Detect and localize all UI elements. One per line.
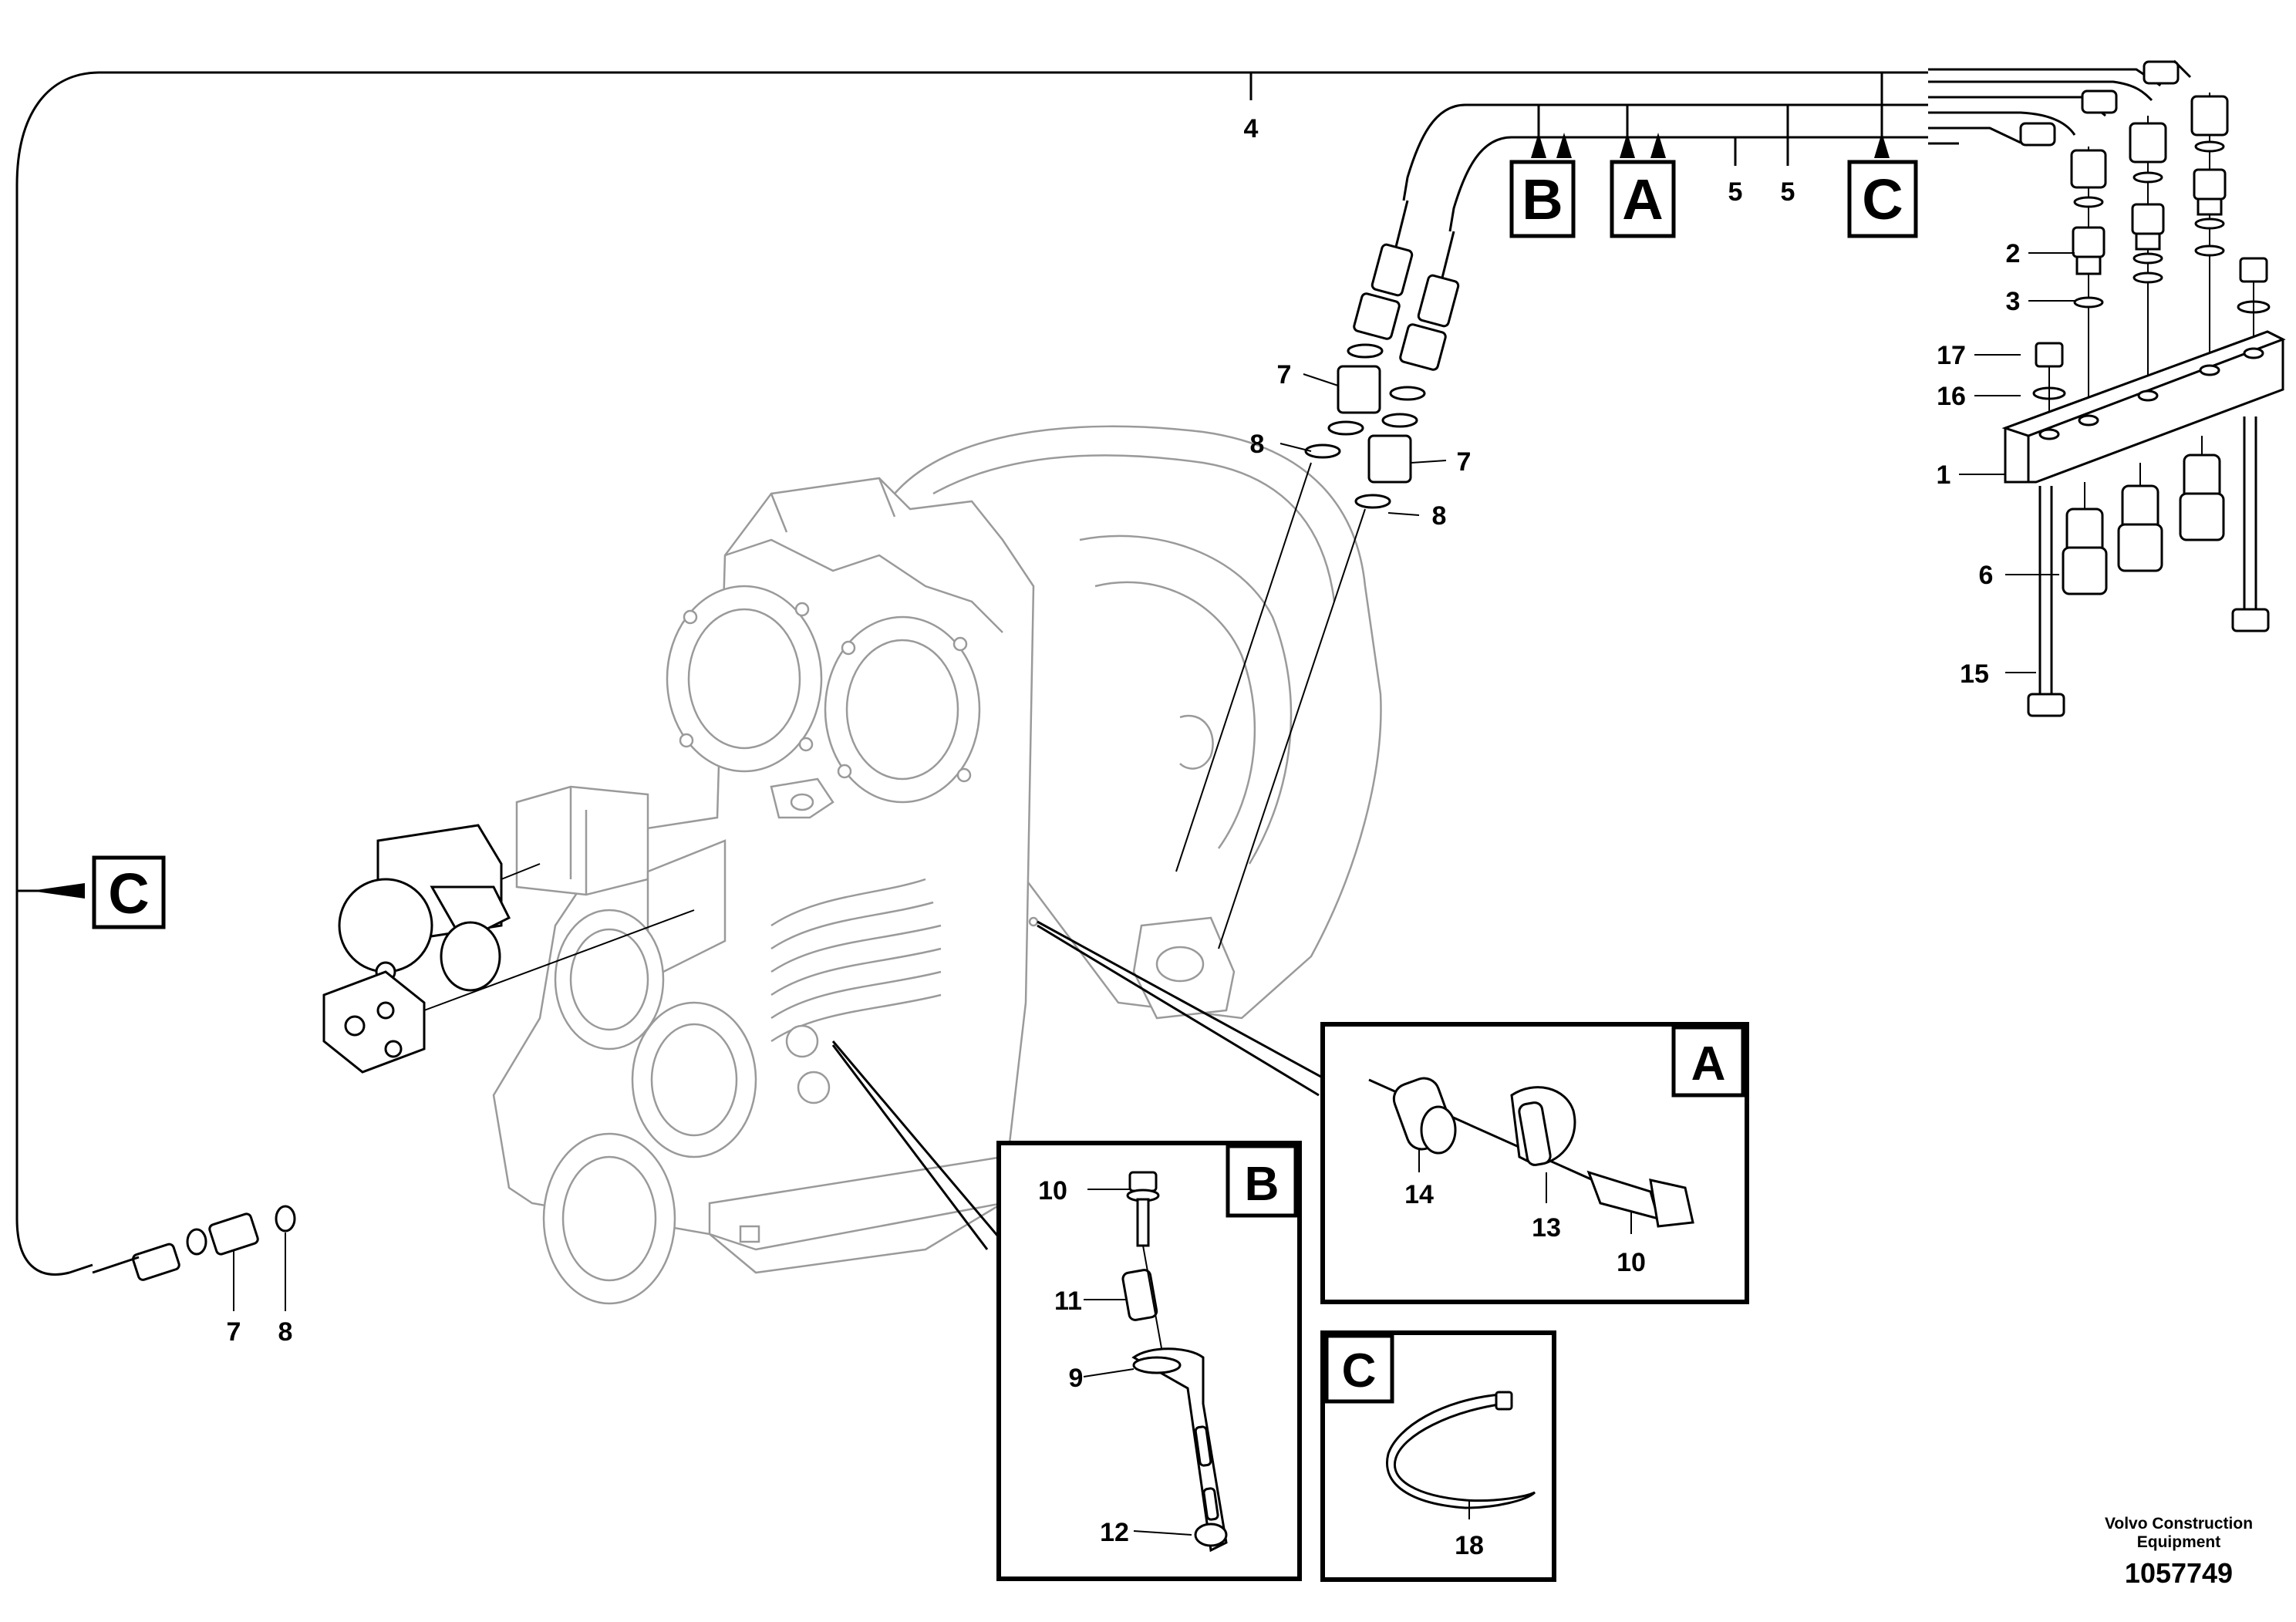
callout-leaders	[1279, 252, 2075, 673]
detail-view-b: B 10 11 9 12	[996, 1141, 1302, 1581]
section-letter-a: A	[1622, 167, 1663, 231]
brand-line-1: Volvo Construction	[2105, 1515, 2253, 1533]
transmission-housing	[492, 425, 1382, 1305]
callout-label-15: 15	[1960, 659, 1989, 689]
callout-label-8: 8	[1432, 501, 1447, 531]
callout-label-7: 7	[1277, 360, 1292, 389]
callout-label-10: 10	[1617, 1248, 1646, 1277]
section-letter-c: C	[1862, 167, 1903, 231]
detail-leaders	[831, 920, 1327, 1250]
section-arrows	[17, 73, 1890, 899]
callout-label-18: 18	[1455, 1531, 1484, 1560]
callout-label-6: 6	[1979, 561, 1994, 590]
detail-view-a: A 14 13 10	[1320, 1022, 1749, 1304]
section-letter-a: A	[1691, 1037, 1726, 1091]
section-letter-b: B	[1245, 1158, 1279, 1211]
bolts-15	[2027, 416, 2270, 717]
callout-label-11: 11	[1054, 1286, 1082, 1316]
callout-label-10: 10	[1038, 1176, 1067, 1206]
section-letter-c: C	[108, 862, 149, 926]
callout-label-3: 3	[2006, 287, 2021, 316]
section-tag-b-top: B	[1509, 160, 1576, 238]
section-tag-c-top: C	[1847, 160, 1918, 238]
callout-label-16: 16	[1937, 382, 1966, 411]
section-tag-c-left: C	[92, 855, 166, 929]
upper-center-fittings	[1175, 200, 1460, 949]
sensors-6	[2062, 436, 2225, 595]
callout-label-5: 5	[1728, 177, 1743, 207]
solenoid-valve	[338, 824, 541, 992]
footer: Volvo Construction Equipment 1057749	[2105, 1515, 2253, 1589]
manifold-fittings	[2032, 93, 2271, 432]
left-fittings	[92, 1205, 296, 1311]
manifold-block	[2001, 330, 2286, 484]
callout-label-14: 14	[1404, 1180, 1434, 1209]
callout-label-7: 7	[1457, 447, 1472, 477]
callout-label-9: 9	[1069, 1364, 1084, 1393]
callout-label-8: 8	[1250, 430, 1265, 459]
callout-label-8: 8	[278, 1317, 293, 1347]
callout-label-13: 13	[1532, 1213, 1561, 1243]
section-letter-b: B	[1522, 167, 1563, 231]
callout-label-4: 4	[1244, 114, 1259, 143]
brand-line-2: Equipment	[2137, 1533, 2221, 1551]
callout-label-1: 1	[1937, 460, 1951, 490]
callout-label-7: 7	[227, 1317, 241, 1347]
adapter-plate	[322, 909, 695, 1074]
document-number: 1057749	[2125, 1557, 2233, 1589]
section-tag-a-top: A	[1610, 160, 1676, 238]
detail-view-c: C 18	[1320, 1330, 1556, 1582]
callout-label-5: 5	[1781, 177, 1795, 207]
section-letter-c: C	[1342, 1344, 1377, 1398]
pipe-4	[15, 71, 1928, 1276]
callout-numbers: 4 5 5 2 3 17 16 1 6 15 7 8 7 8 7 8	[227, 114, 2021, 1347]
callout-label-12: 12	[1100, 1518, 1129, 1547]
callout-label-17: 17	[1937, 341, 1966, 370]
pipe-ends-to-manifold	[1928, 59, 2192, 147]
callout-label-2: 2	[2006, 239, 2021, 268]
pipes-5	[1402, 103, 1928, 232]
